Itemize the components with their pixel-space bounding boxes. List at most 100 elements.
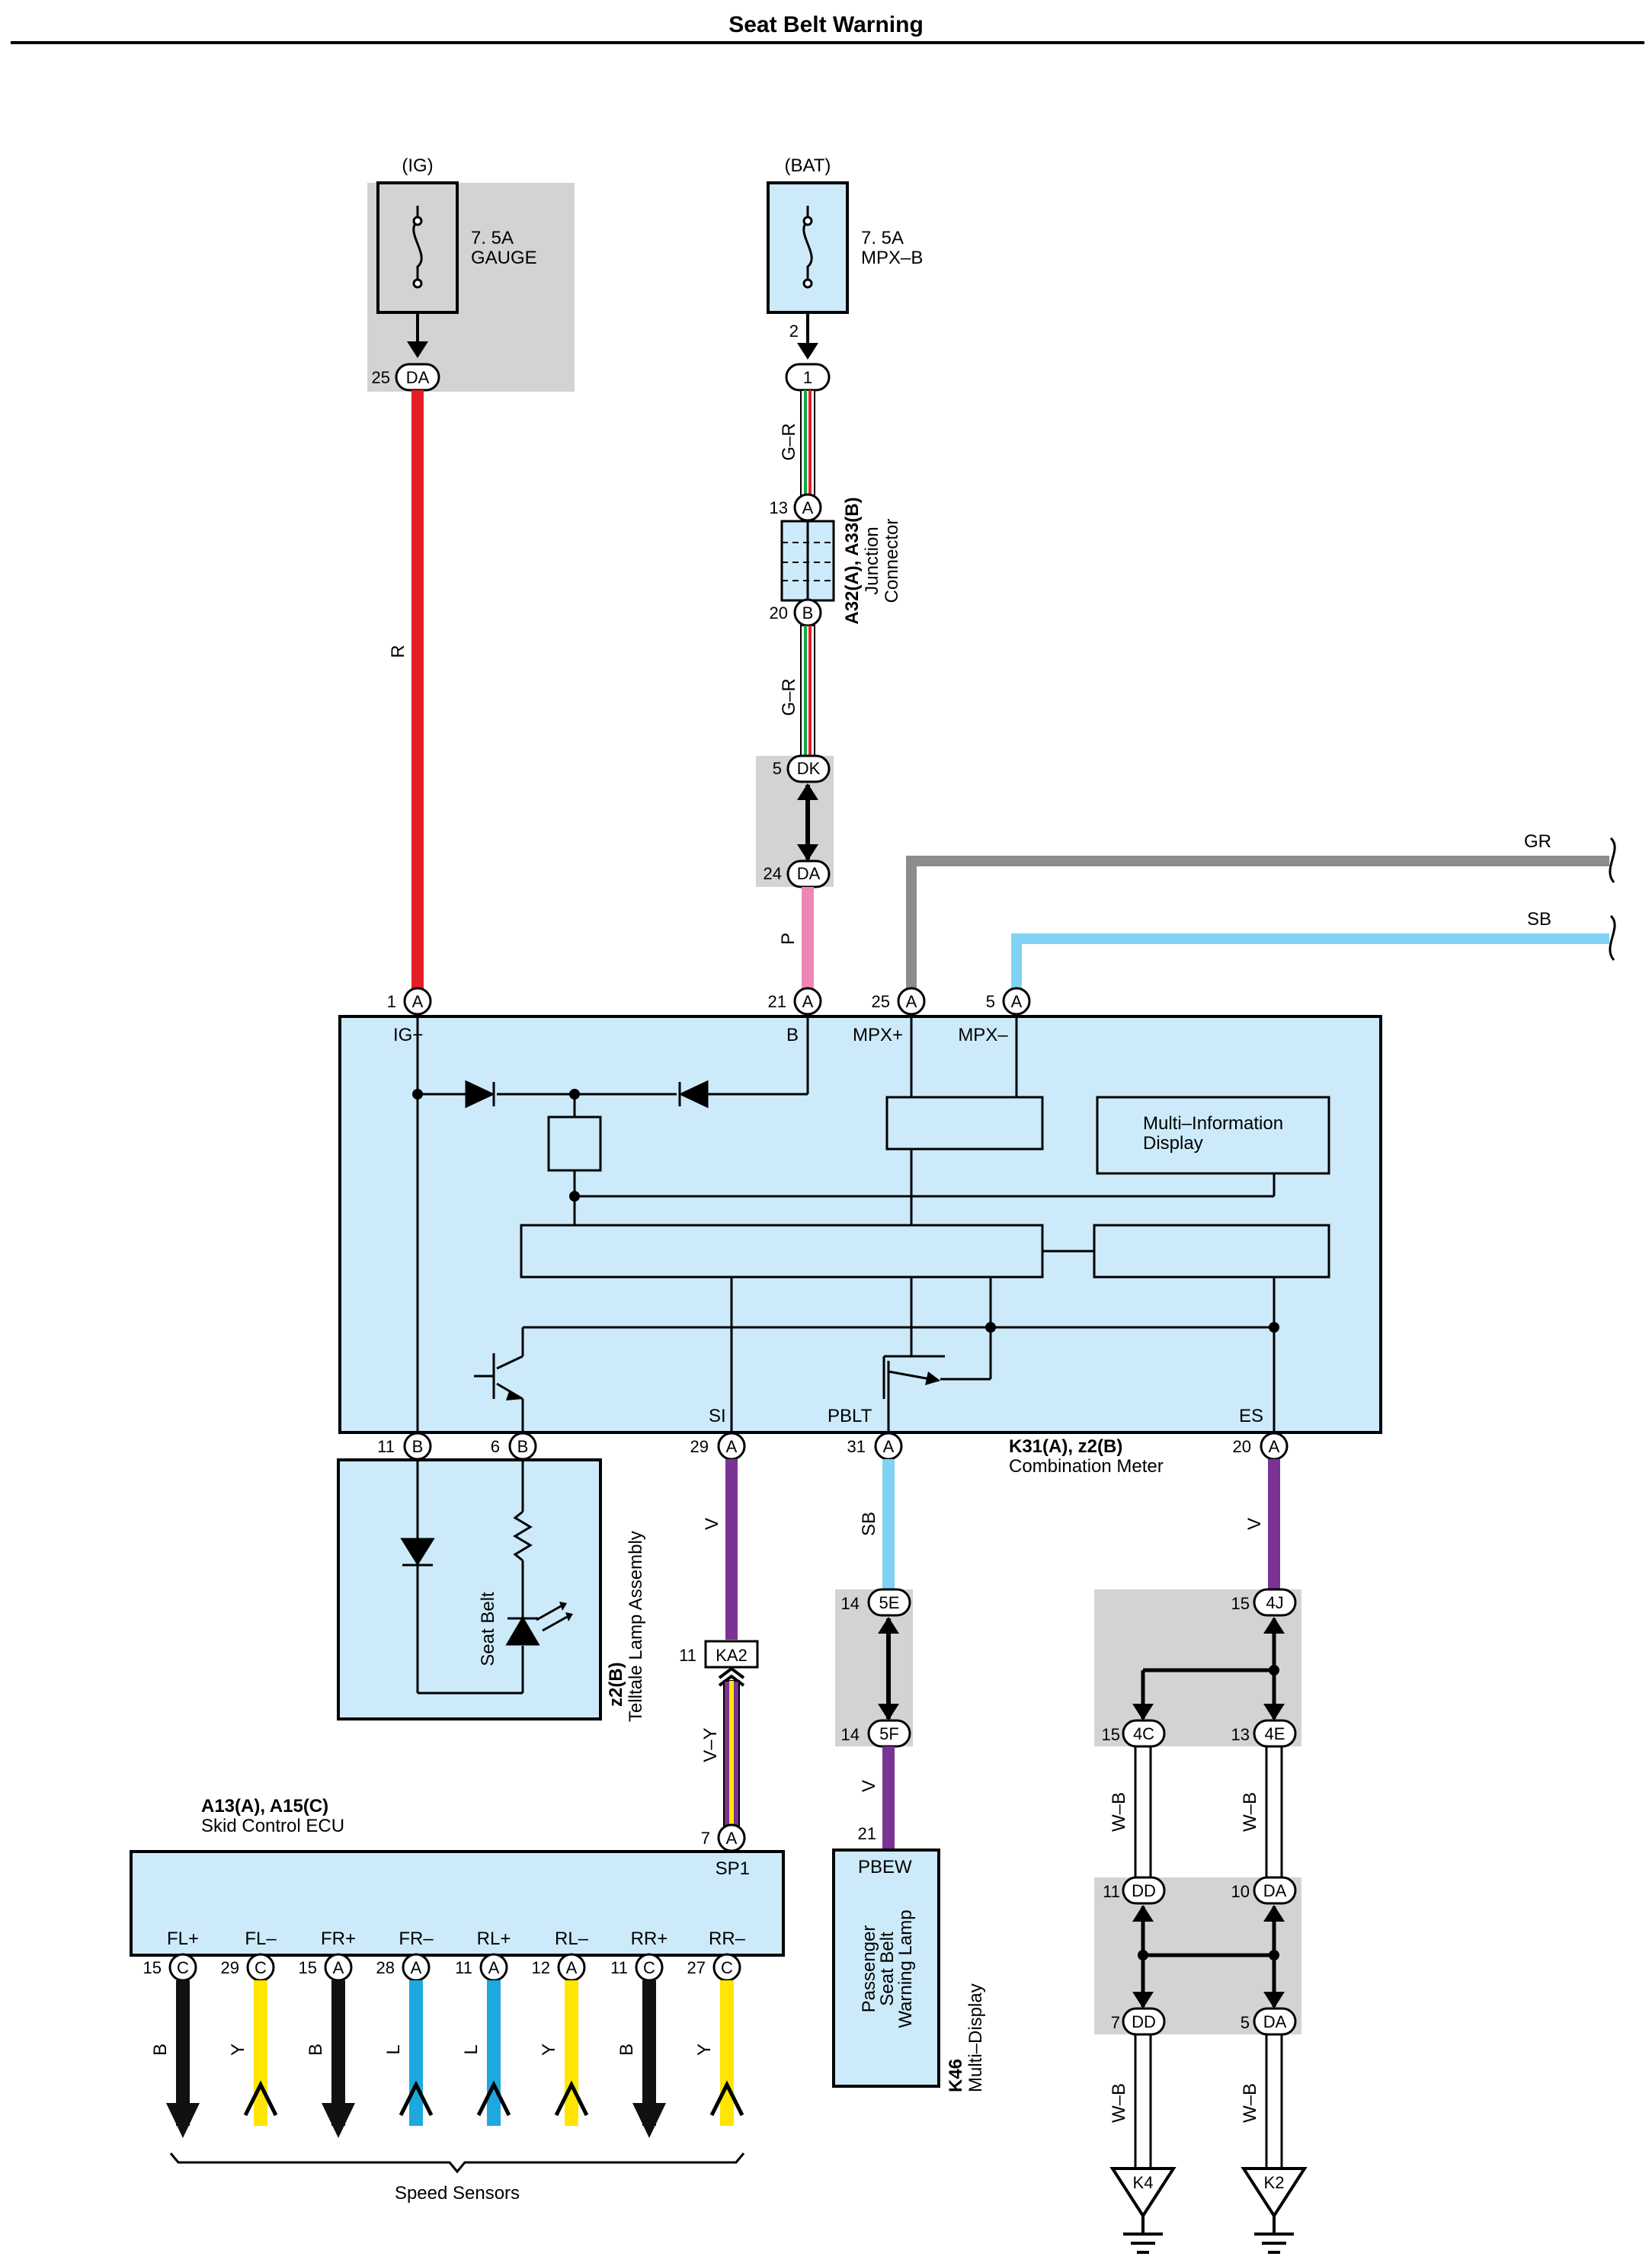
conn-da-upper bbox=[1253, 1876, 1297, 1905]
junction-title2: Junction bbox=[862, 527, 882, 594]
skid-pin-label: RR+ bbox=[631, 1929, 668, 1949]
svg-text:DD: DD bbox=[1132, 1881, 1156, 1900]
svg-text:A: A bbox=[883, 1437, 895, 1456]
svg-text:K4: K4 bbox=[1133, 2173, 1154, 2192]
wire-vy bbox=[723, 1680, 740, 1828]
skid-pin-label: FL+ bbox=[167, 1929, 199, 1949]
skid-pin-label: FR– bbox=[399, 1929, 434, 1949]
telltale-box bbox=[337, 1458, 602, 1720]
wire-gr1-label: G–R bbox=[779, 423, 799, 460]
telltale-name1: z2(B) bbox=[606, 1662, 626, 1707]
skid-sp-label: SP1 bbox=[716, 1858, 750, 1879]
svg-text:A: A bbox=[906, 992, 917, 1011]
wire-wb3-label: W–B bbox=[1109, 2083, 1129, 2123]
meter-name2: Combination Meter bbox=[1009, 1456, 1164, 1477]
inline-dk-conn bbox=[786, 754, 831, 783]
skid-wire-arrow-down bbox=[632, 2103, 666, 2138]
junction-title3: Connector bbox=[882, 519, 902, 603]
svg-text:11: 11 bbox=[377, 1437, 395, 1456]
speed-sensors-label: Speed Sensors bbox=[395, 2183, 520, 2204]
skid-pin-label: RL– bbox=[555, 1929, 589, 1949]
ground-k2: K2 bbox=[1241, 2167, 1308, 2254]
skid-name1: A13(A), A15(C) bbox=[201, 1796, 328, 1816]
skid-wire-label: B bbox=[616, 2044, 637, 2056]
ig-fuse-rating: 7. 5A bbox=[471, 228, 514, 248]
skid-wire-label: B bbox=[150, 2044, 171, 2056]
telltale-diode bbox=[400, 1538, 435, 1567]
bat-connector-label: 1 bbox=[803, 368, 812, 387]
svg-text:PBLT: PBLT bbox=[828, 1406, 872, 1426]
meter-top-pin-mpxp: 25 A MPX+ bbox=[853, 987, 926, 1045]
bat-fuse-rating: 7. 5A bbox=[861, 228, 904, 248]
svg-text:B: B bbox=[786, 1025, 799, 1045]
skid-pin-label: FL– bbox=[245, 1929, 277, 1949]
skid-wire-arrow-up bbox=[243, 2080, 278, 2117]
svg-text:B: B bbox=[517, 1437, 529, 1456]
svg-text:15: 15 bbox=[1231, 1594, 1250, 1613]
svg-text:1: 1 bbox=[387, 992, 396, 1011]
skid-pin-conn-label: C bbox=[643, 1958, 655, 1977]
svg-text:DK: DK bbox=[797, 759, 821, 778]
svg-text:14: 14 bbox=[841, 1725, 860, 1744]
meter-top-pin-b: 21 A B bbox=[768, 987, 822, 1045]
seat-belt-led bbox=[505, 1616, 540, 1646]
svg-text:11: 11 bbox=[1103, 1882, 1120, 1901]
svg-text:5E: 5E bbox=[879, 1593, 900, 1612]
skid-wire-arrow-up bbox=[476, 2080, 511, 2117]
svg-text:4J: 4J bbox=[1266, 1593, 1283, 1612]
svg-text:6: 6 bbox=[491, 1437, 500, 1456]
svg-text:5F: 5F bbox=[879, 1724, 899, 1743]
skid-pin-conn-label: A bbox=[566, 1958, 578, 1977]
junction-pin-a: 13 bbox=[770, 498, 788, 517]
svg-text:K2: K2 bbox=[1264, 2173, 1285, 2192]
pbew-lamp2: Seat Belt bbox=[877, 1932, 898, 2006]
skid-pin-label: RL+ bbox=[477, 1929, 511, 1949]
seat-belt-lamp-label: Seat Belt bbox=[478, 1592, 498, 1666]
skid-wire-label: Y bbox=[228, 2044, 248, 2056]
svg-text:KA2: KA2 bbox=[716, 1646, 748, 1665]
skid-name2: Skid Control ECU bbox=[201, 1816, 344, 1836]
svg-text:13: 13 bbox=[1231, 1725, 1250, 1744]
ig-pin-number: 25 bbox=[372, 368, 390, 387]
bat-fuse-box bbox=[767, 181, 849, 314]
meter-internal-circuit bbox=[416, 1016, 1330, 1432]
meter-bottom-pin-es: 20 A bbox=[1233, 1432, 1289, 1461]
svg-text:15: 15 bbox=[1102, 1725, 1120, 1744]
ig-source-label: (IG) bbox=[402, 155, 433, 176]
wire-r-label: R bbox=[388, 645, 408, 658]
skid-pin-conn-label: C bbox=[721, 1958, 733, 1977]
svg-text:A: A bbox=[1269, 1437, 1280, 1456]
skid-pin-conn-label: A bbox=[333, 1958, 344, 1977]
wire-gr-lower bbox=[800, 625, 815, 762]
meter-diode-right bbox=[678, 1080, 709, 1109]
skid-wire-label: B bbox=[306, 2044, 326, 2056]
svg-text:DA: DA bbox=[1263, 2012, 1287, 2031]
skid-wire-arrow-up bbox=[709, 2080, 744, 2117]
ka2-pin: 11 bbox=[679, 1646, 696, 1665]
wire-sb-label: SB bbox=[1527, 909, 1551, 930]
skid-pin-number: 11 bbox=[455, 1958, 472, 1977]
skid-pin-number: 29 bbox=[221, 1958, 239, 1977]
speed-sensors-brace bbox=[169, 2153, 745, 2174]
svg-text:4E: 4E bbox=[1265, 1724, 1285, 1743]
wire-wb-lower bbox=[1134, 2033, 1283, 2172]
wire-wb1-label: W–B bbox=[1109, 1792, 1129, 1832]
bat-fuse-pin: 2 bbox=[789, 322, 799, 341]
svg-text:4C: 4C bbox=[1133, 1724, 1154, 1743]
pbew-lamp3: Warning Lamp bbox=[895, 1909, 916, 2028]
svg-text:MPX–: MPX– bbox=[958, 1025, 1008, 1045]
wire-v2-label: V bbox=[859, 1780, 879, 1792]
wire-gr-label: GR bbox=[1524, 831, 1551, 852]
skid-pin-number: 28 bbox=[376, 1958, 395, 1977]
conn-4j bbox=[1253, 1588, 1297, 1617]
svg-text:21: 21 bbox=[768, 992, 786, 1011]
svg-text:A: A bbox=[726, 1829, 738, 1848]
skid-pin-conn-label: C bbox=[177, 1958, 189, 1977]
svg-text:A: A bbox=[726, 1437, 738, 1456]
ig-fuse-shade bbox=[367, 183, 575, 392]
svg-text:DA: DA bbox=[1263, 1881, 1287, 1900]
